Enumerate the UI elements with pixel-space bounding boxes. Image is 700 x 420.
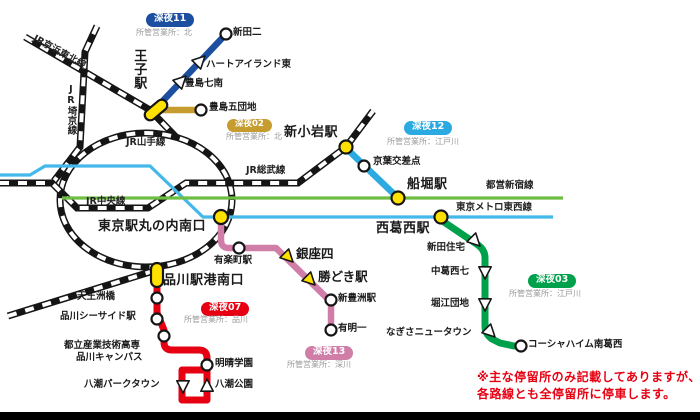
- jr-chuo-sobu-line: [0, 108, 376, 212]
- badge-shinya02: 深夜02: [227, 119, 272, 132]
- office-shinya02: 所管営業所：北: [226, 132, 282, 141]
- stop-circle-keiyo: [357, 159, 371, 173]
- label-stop-yurakucho: 有楽町駅: [214, 255, 253, 266]
- route-shinya12: [342, 144, 402, 202]
- office-shinya07: 所管営業所：品川: [184, 315, 248, 324]
- arrow-icon-nittajutaku: [466, 232, 481, 247]
- stop-circle-ariake1: [324, 323, 338, 337]
- stop-circle-kosha: [514, 339, 528, 353]
- label-jr-sobu: JR総武線: [246, 165, 286, 176]
- label-stop-yashio-koen: 八潮公園: [215, 379, 254, 390]
- label-oji-station: 王子駅: [131, 49, 147, 90]
- jr-tokaido-line: [6, 268, 152, 320]
- label-ginza4: 銀座四: [296, 246, 334, 261]
- arrow-icon-kachidoki: [301, 271, 316, 286]
- stop-circle-toshima5: [194, 103, 208, 117]
- office-shinya12: 所管営業所：江戸川: [387, 137, 459, 146]
- jr-yamanote-loop: [56, 129, 236, 271]
- badge-shinya07: 深夜07: [201, 302, 250, 316]
- funabori-station-marker: [390, 190, 406, 206]
- route-shinya13: [217, 217, 335, 334]
- label-stop-ariake1: 有明一: [338, 323, 367, 334]
- jr-saikyo-line: [51, 24, 101, 184]
- label-jr-saikyo: JR埼京線: [65, 84, 77, 135]
- label-funabori-station: 船堀駅: [407, 177, 448, 192]
- badge-shinya12: 深夜12: [404, 121, 453, 135]
- label-tokyo-station: 東京駅丸の内南口: [98, 219, 207, 234]
- arrow-icon-yashio-park: [176, 380, 190, 394]
- label-jr-yamanote: JR山手線: [126, 137, 166, 148]
- label-nishikasai-station: 西葛西駅: [376, 221, 431, 236]
- arrow-icon-nagisa: [481, 323, 496, 338]
- label-stop-keiyo: 京葉交差点: [373, 156, 421, 167]
- shinkoiwa-station-marker: [338, 139, 354, 155]
- label-toei-shinjuku: 都営新宿線: [486, 180, 534, 191]
- office-shinya03: 所管営業所：江戸川: [509, 289, 581, 298]
- label-stop-tennozu: 天王洲橋: [77, 291, 116, 302]
- tozai-metro-line: [0, 164, 553, 219]
- label-shinkoiwa-station: 新小岩駅: [284, 125, 339, 140]
- nishikasai-station-marker: [433, 209, 449, 225]
- label-stop-heartisland: ハートアイランド東: [206, 59, 292, 70]
- label-kachidoki: 勝どき駅: [318, 269, 368, 284]
- label-stop-kosha: コーシャハイム南葛西: [528, 339, 623, 350]
- oji-station-marker: [143, 98, 169, 122]
- office-shinya11: 所管営業所：北: [136, 28, 192, 37]
- label-stop-toshima5: 豊島五団地: [209, 102, 257, 113]
- label-stop-nagisa: なぎさニュータウン: [386, 327, 472, 338]
- label-stop-nittani: 新田二: [233, 27, 262, 38]
- badge-shinya13: 深夜13: [305, 346, 354, 360]
- label-stop-yashio-park: 八潮パークタウン: [84, 379, 160, 390]
- label-tozai-metro: 東京メトロ東西線: [456, 202, 533, 213]
- arrow-icon-horie: [478, 298, 492, 312]
- label-stop-meisei: 明晴学園: [215, 358, 254, 369]
- label-stop-nakakasai7: 中葛西七: [431, 266, 470, 277]
- badge-shinya03: 深夜03: [528, 274, 577, 288]
- label-stop-horie: 堀江団地: [431, 298, 470, 309]
- arrow-icon-ginza4: [279, 248, 294, 263]
- office-shinya13: 所管営業所：深川: [287, 360, 351, 369]
- stop-circle-shintoyosu: [324, 293, 338, 307]
- label-stop-toshima7: 豊島七南: [185, 78, 224, 89]
- label-stop-nittajutaku: 新田住宅: [427, 242, 466, 253]
- route-shinya11: [154, 30, 230, 110]
- footnote-line2: 各路線とも全停留所に停車します。: [477, 387, 676, 401]
- label-stop-shintoyosu: 新豊洲駅: [338, 293, 377, 304]
- label-shinagawa-station: 品川駅港南口: [163, 273, 245, 288]
- route-shinya03: [437, 216, 518, 350]
- arrow-icon-yashio-koen: [200, 378, 214, 392]
- label-stop-kosen-line2: 品川キャンパス: [76, 352, 143, 363]
- stop-circle-meisei: [200, 358, 214, 372]
- stop-circle-seaside: [150, 312, 164, 326]
- bottom-border-bar: [0, 412, 700, 420]
- stop-circle-nittani: [219, 27, 233, 41]
- arrow-icon-nakakasai7: [478, 266, 492, 280]
- arrow-icon-heartisland: [191, 55, 206, 70]
- route-shinya07: [153, 273, 211, 404]
- tokyo-station-marker: [212, 208, 230, 226]
- footnote-line1: ※主な停留所のみ記載してありますが、: [477, 370, 700, 384]
- badge-shinya11: 深夜11: [146, 13, 195, 27]
- arrow-icon-toshima7: [172, 75, 187, 90]
- stop-circle-tennozu: [150, 291, 164, 305]
- label-stop-seaside: 品川シーサイド駅: [60, 311, 136, 322]
- shinagawa-station-marker: [149, 261, 165, 289]
- stop-circle-yurakucho: [232, 241, 246, 255]
- label-jr-chuo: JR中央線: [86, 196, 126, 207]
- stop-circle-kosen: [157, 329, 171, 343]
- label-stop-kosen-line1: 都立産業技術高専: [64, 340, 141, 351]
